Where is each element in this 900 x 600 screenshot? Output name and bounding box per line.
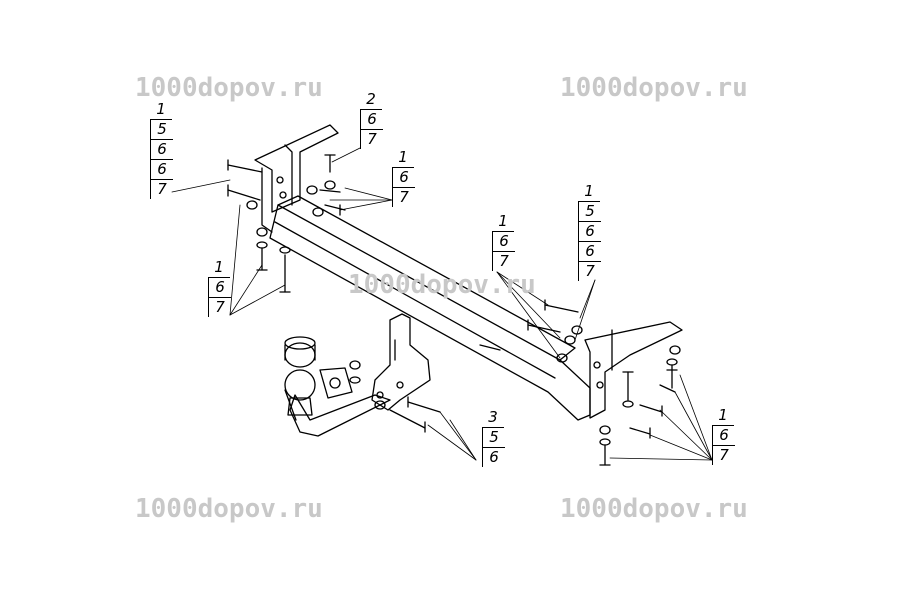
right-bolts: [599, 345, 681, 466]
watermark-bottom-right: 1000dopov.ru: [560, 494, 748, 524]
watermark-top-right: 1000dopov.ru: [560, 73, 748, 103]
watermark-bottom-left: 1000dopov.ru: [135, 494, 323, 524]
left-bracket: [254, 124, 339, 233]
middle-bolts: [349, 299, 583, 433]
center-plates: [371, 313, 431, 411]
watermark-center: 1000dopov.ru: [348, 270, 536, 300]
watermark-top-left: 1000dopov.ru: [135, 73, 323, 103]
right-bracket: [584, 321, 683, 419]
left-bolts: [227, 154, 346, 293]
tow-ball: [284, 336, 316, 416]
tow-arm: [284, 367, 391, 437]
leader-lines: [171, 147, 713, 461]
cross-beam: [269, 195, 591, 421]
